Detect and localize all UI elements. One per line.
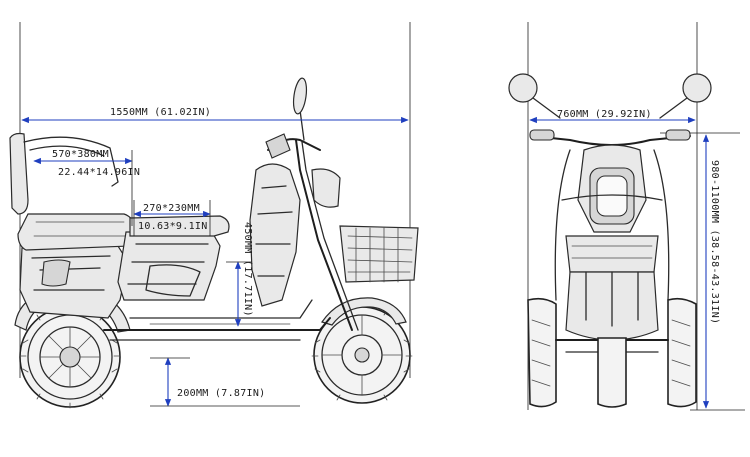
backrest (9, 132, 29, 215)
overall-width-label: 760MM (29.92IN) (557, 109, 652, 120)
front-wheel (311, 306, 413, 404)
seat-height-label: 450MM (17.71IN) (242, 222, 253, 317)
overall-height-label: 980-1100MM (38.58-43.31IN) (709, 160, 720, 324)
front-seat (129, 215, 230, 237)
seat-size-in-label: 22.44*14.96IN (58, 167, 140, 178)
front-shield (249, 163, 301, 307)
middle-body-panel (117, 231, 221, 301)
front-basket-front (565, 235, 659, 273)
seat-size-mm-label: 570*380MM (52, 149, 109, 160)
side-mirror (292, 77, 308, 115)
rear-seat (17, 213, 135, 251)
ground-clearance-label: 200MM (7.87IN) (177, 388, 266, 399)
headlight-cowl (311, 168, 341, 208)
rear-wheel (19, 305, 121, 409)
front-basket (339, 225, 419, 283)
overall-length-label: 1550MM (61.02IN) (110, 107, 211, 118)
front-view: 760MM (29.92IN) 980-1100MM (38.58-43.31I… (508, 22, 745, 411)
left-mirror (508, 73, 538, 103)
front-seat-in-label: 10.63*9.1IN (138, 221, 208, 232)
front-seat-mm-label: 270*230MM (143, 203, 200, 214)
rear-wheels-front-view (527, 297, 697, 408)
front-wheel-front-view (597, 337, 627, 408)
right-mirror (682, 73, 712, 103)
side-view: 1550MM (61.02IN) 570*380MM 22.44*14.96IN… (9, 22, 419, 409)
